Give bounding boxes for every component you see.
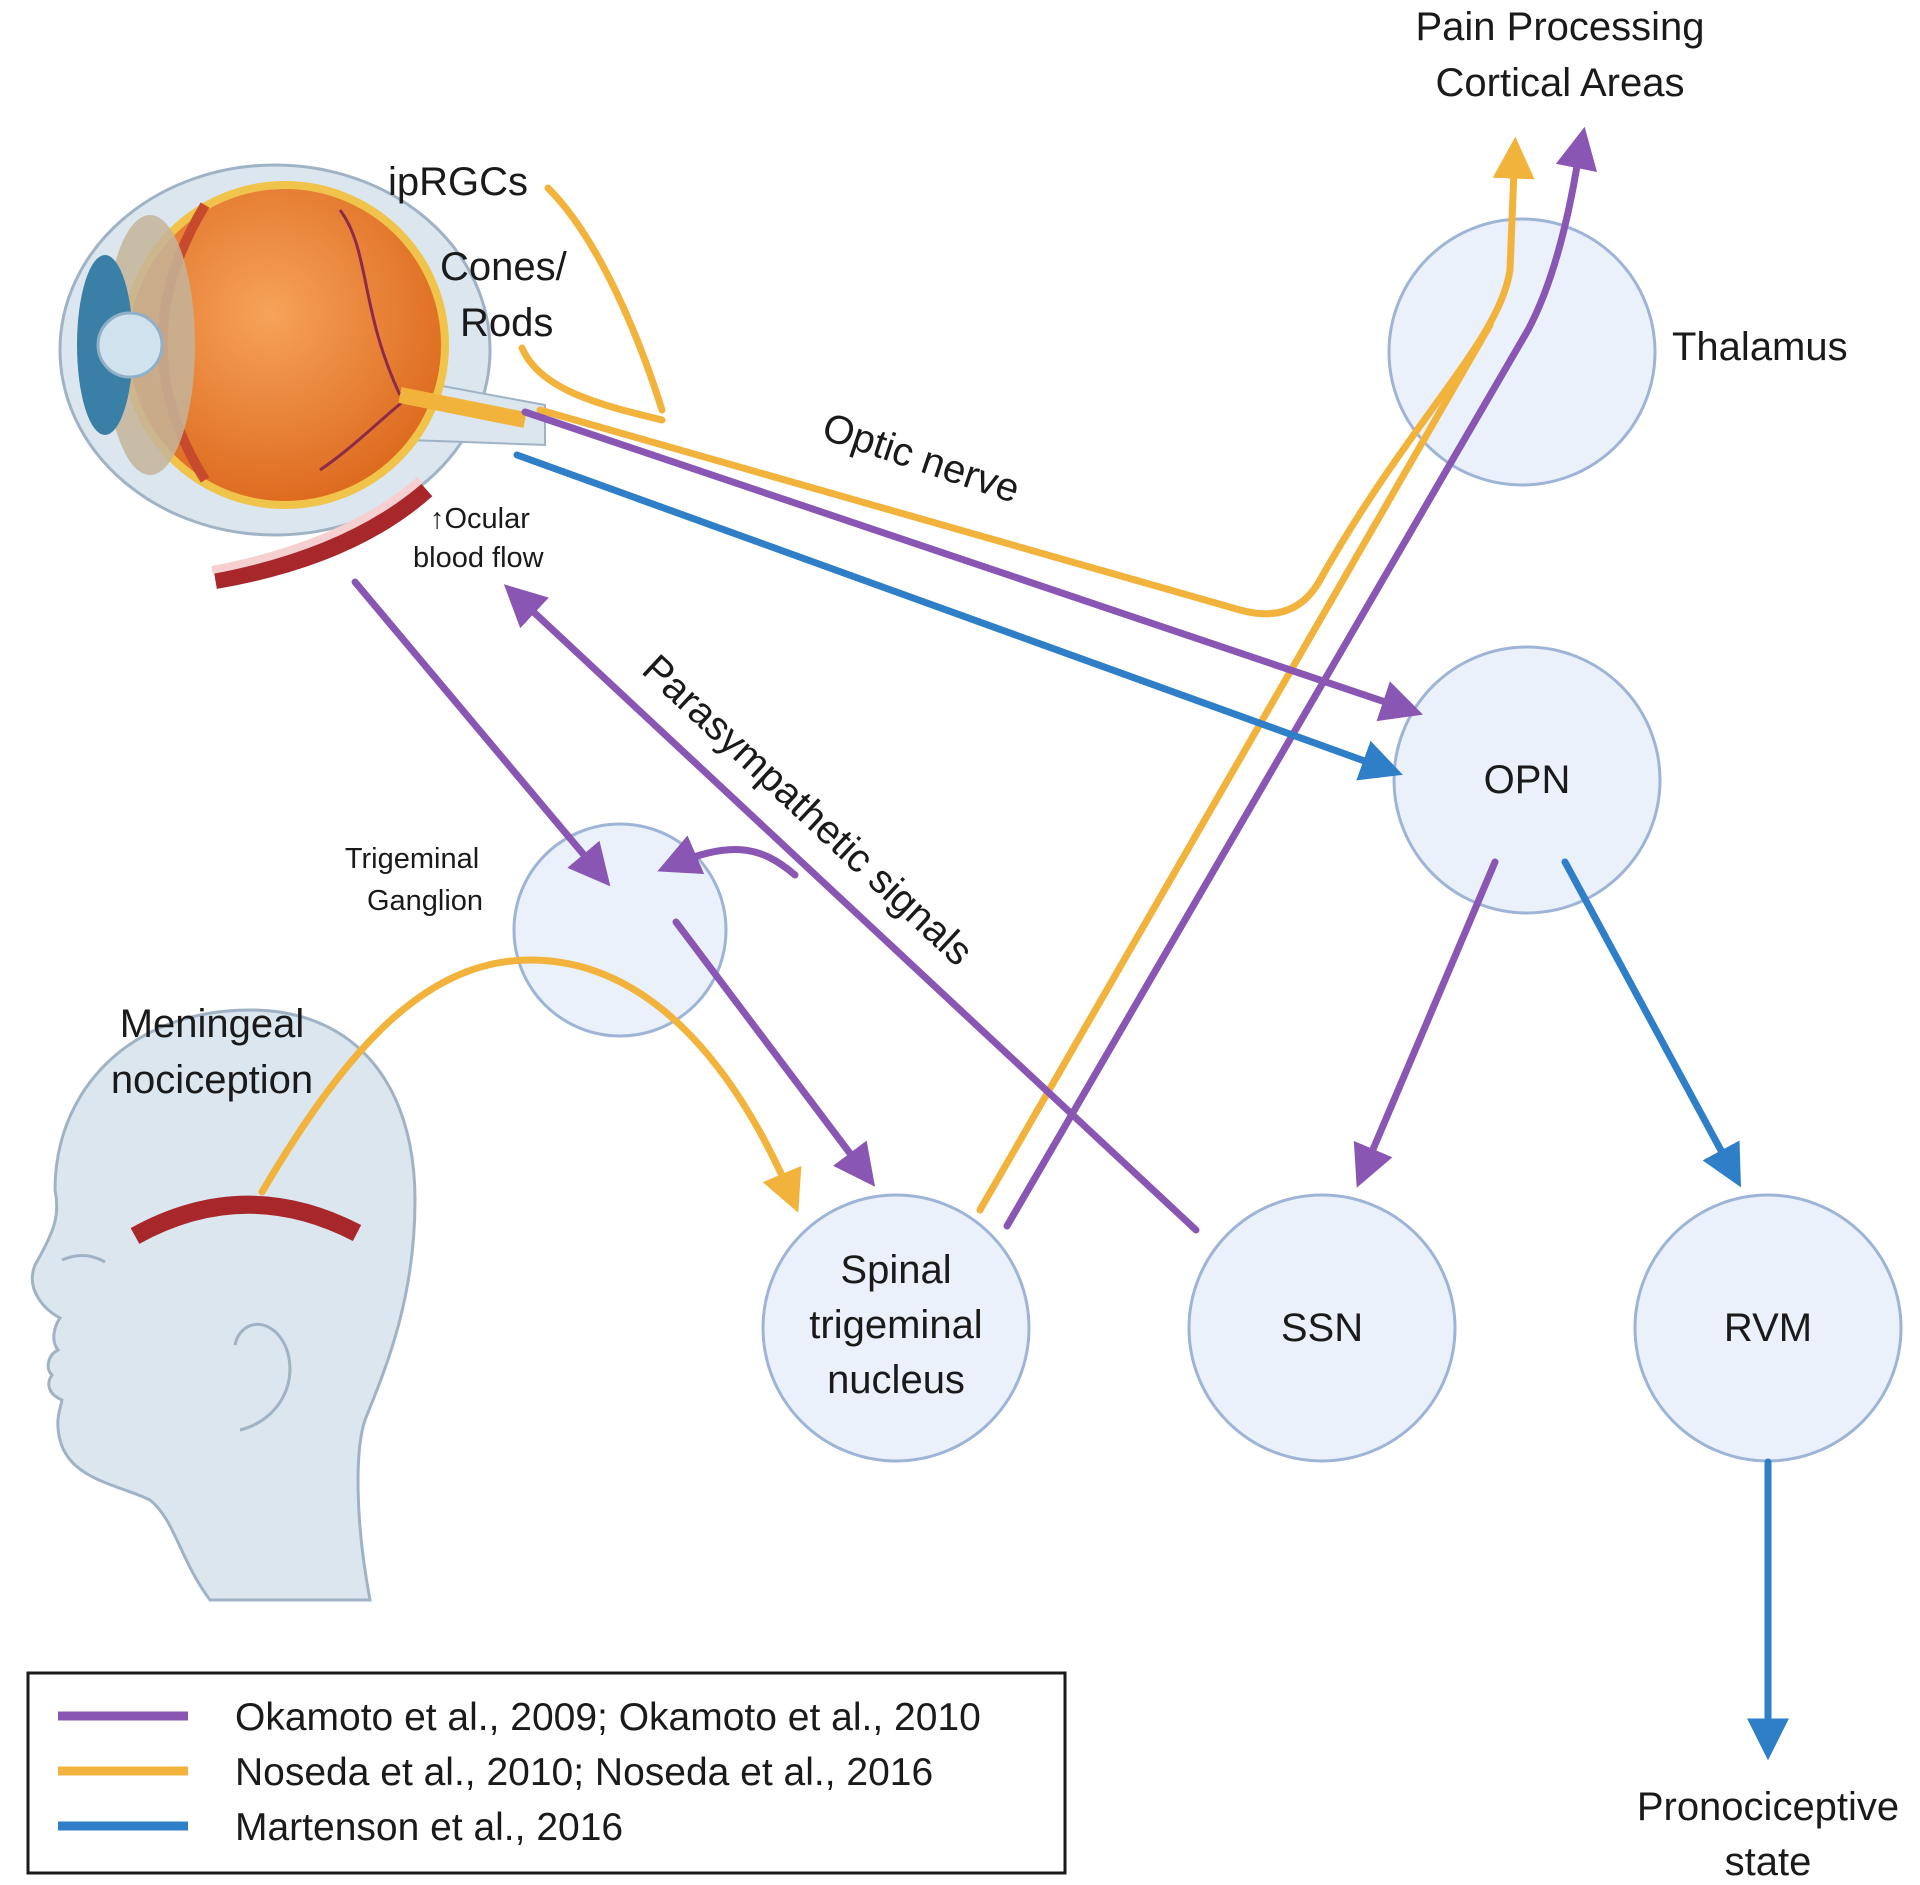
state-label-line2: state xyxy=(1725,1840,1812,1884)
pain-processing-label-line2: Cortical Areas xyxy=(1436,61,1685,105)
optic-to-opn-blue-path xyxy=(513,451,1403,781)
orange-pathways xyxy=(258,136,1535,1214)
meninges-arc xyxy=(130,1195,362,1244)
rvm-label: RVM xyxy=(1724,1306,1812,1350)
iprgc-branch-path xyxy=(544,184,666,414)
legend-item-blue: Martenson et al., 2016 xyxy=(235,1806,623,1849)
ganglion-to-spinal-path xyxy=(672,918,876,1187)
thalamus-node xyxy=(1387,217,1657,487)
ssn-node xyxy=(1187,1193,1457,1463)
spinal-to-thalamus-orange-path xyxy=(976,321,1494,1214)
meningeal-to-spinal-path xyxy=(258,956,802,1213)
nociception-label-line2: nociception xyxy=(111,1058,313,1102)
legend-box xyxy=(26,1671,1067,1875)
thalamus-label: Thalamus xyxy=(1672,325,1848,369)
ssn-to-blood-flow-path xyxy=(503,584,1200,1234)
legend: Okamoto et al., 2009; Okamoto et al., 20… xyxy=(26,1671,1067,1875)
optic-to-thalamus-orange-path xyxy=(536,136,1535,618)
iprgcs-label: ipRGCs xyxy=(388,160,528,204)
opn-to-rvm-path xyxy=(1561,858,1741,1188)
trigeminal-ganglion-node xyxy=(512,822,728,1038)
ocular-blood-flow-arc xyxy=(213,479,433,589)
optic-to-opn-purple-path xyxy=(521,408,1423,722)
nucleus-label-line3: nucleus xyxy=(827,1358,965,1402)
ocular-blood-flow-label-line2: blood flow xyxy=(413,542,545,574)
eye-to-ganglion-path xyxy=(351,578,611,887)
trigeminal-label-line1: Trigeminal xyxy=(345,843,479,875)
ganglion-label-line2: Ganglion xyxy=(367,885,483,917)
purple-pathways xyxy=(351,126,1598,1234)
ssn-to-ganglion-path xyxy=(657,835,799,879)
opn-to-ssn-path xyxy=(1353,858,1499,1188)
opn-label: OPN xyxy=(1484,758,1571,802)
cones-label: Cones/ xyxy=(440,245,568,289)
trigeminal-label-line2: trigeminal xyxy=(809,1303,982,1347)
cones-rods-branch-path xyxy=(518,344,666,424)
pain-processing-label-line1: Pain Processing xyxy=(1415,5,1704,49)
ocular-blood-flow-label-line1: ↑Ocular xyxy=(430,503,530,535)
meningeal-label-line1: Meningeal xyxy=(120,1002,305,1046)
rods-label: Rods xyxy=(460,301,553,345)
pronociceptive-label-line1: Pronociceptive xyxy=(1637,1785,1899,1829)
spinal-trigeminal-node xyxy=(761,1193,1031,1463)
eye-anatomy-icon xyxy=(58,163,546,537)
blue-pathways xyxy=(513,451,1789,1761)
spinal-to-thalamus-purple-path xyxy=(1003,126,1598,1230)
spinal-label-line1: Spinal xyxy=(840,1248,951,1292)
human-head-icon xyxy=(30,1008,417,1602)
legend-item-orange: Noseda et al., 2010; Noseda et al., 2016 xyxy=(235,1751,933,1794)
legend-item-purple: Okamoto et al., 2009; Okamoto et al., 20… xyxy=(235,1696,981,1739)
ssn-label: SSN xyxy=(1281,1306,1363,1350)
